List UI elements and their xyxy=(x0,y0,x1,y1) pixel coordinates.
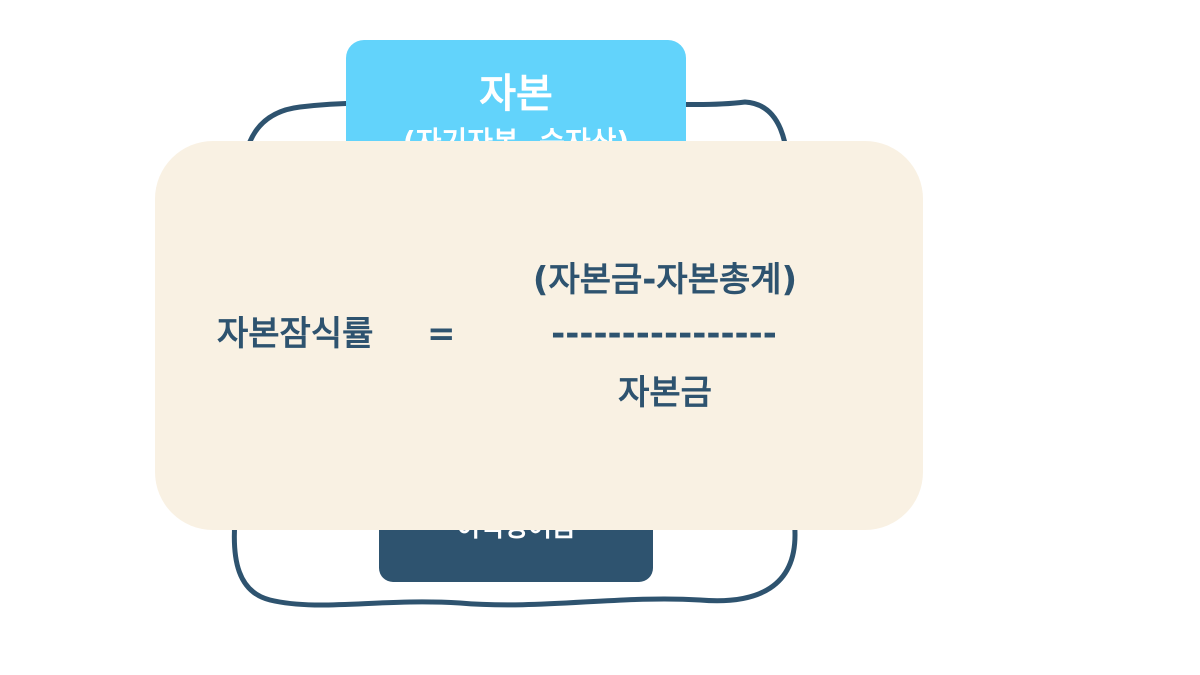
formula-card: 자본잠식률 = (자본금-자본총계) ---------------- 자본금 xyxy=(155,141,923,530)
formula-denominator: 자본금 xyxy=(618,373,712,413)
formula-fraction-divider: ---------------- xyxy=(551,314,777,354)
formula-equals-sign: = xyxy=(427,314,456,354)
capital-title: 자본 xyxy=(479,71,553,117)
formula-left-term: 자본잠식률 xyxy=(217,314,374,354)
formula-numerator: (자본금-자본총계) xyxy=(532,260,798,300)
